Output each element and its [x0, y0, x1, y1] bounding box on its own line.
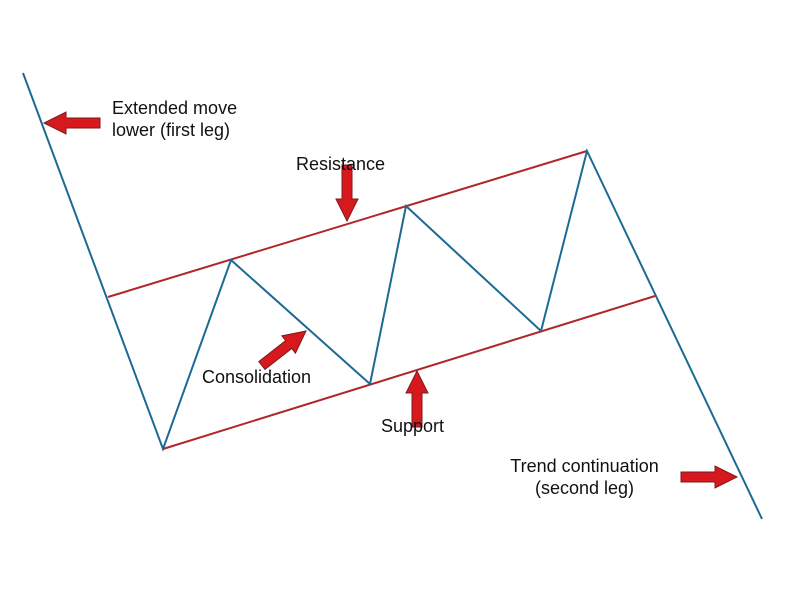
first-leg-label: Extended move lower (first leg) — [112, 97, 237, 141]
first-leg-label-line2: lower (first leg) — [112, 120, 231, 140]
first-leg-label-line1: Extended move — [112, 98, 238, 118]
continuation-label-line1: Trend continuation — [510, 456, 659, 476]
price-path — [22, 72, 763, 520]
resistance-line — [107, 150, 588, 298]
consolidation-label: Consolidation — [202, 367, 312, 387]
arrow-right-icon — [680, 465, 738, 489]
continuation-label: Trend continuation (second leg) — [497, 455, 672, 499]
resistance-label: Resistance — [296, 154, 386, 174]
continuation-label-line2: (second leg) — [534, 478, 635, 498]
arrow-left-icon — [43, 111, 101, 135]
support-line — [162, 295, 656, 450]
support-label: Support — [381, 416, 445, 436]
